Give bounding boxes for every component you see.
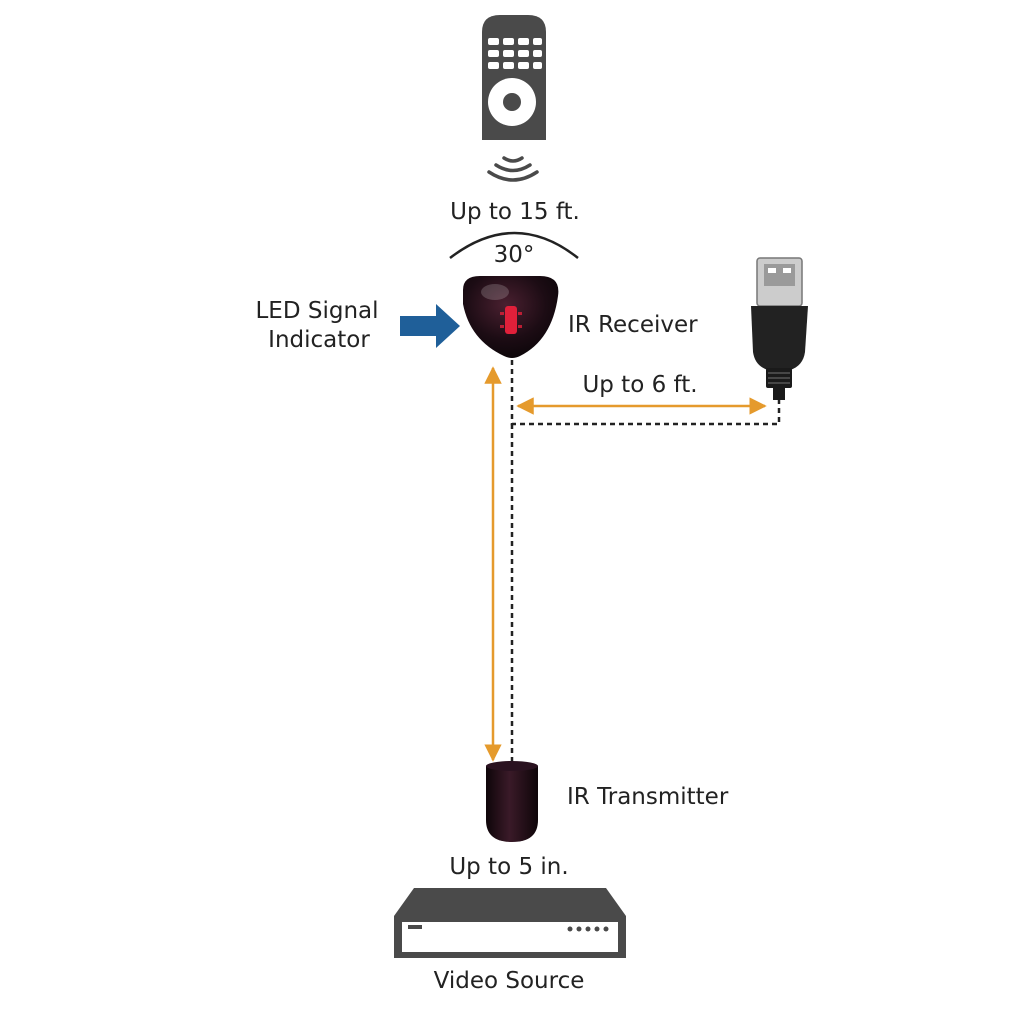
led-indicator-label-line2: Indicator bbox=[268, 327, 370, 353]
usb-plug-icon bbox=[751, 257, 808, 400]
usb-range-label: Up to 6 ft. bbox=[582, 372, 697, 398]
ir-transmitter-icon bbox=[486, 761, 538, 842]
ir-receiver-icon bbox=[463, 276, 559, 358]
receiver-to-usb-cable bbox=[510, 360, 781, 426]
video-source-box-icon bbox=[394, 888, 626, 958]
reception-angle-arc bbox=[449, 231, 579, 259]
remote-control-icon bbox=[482, 15, 546, 140]
video-source-label: Video Source bbox=[434, 968, 585, 994]
ir-transmitter-label: IR Transmitter bbox=[567, 784, 729, 810]
ir-receiver-label: IR Receiver bbox=[568, 312, 698, 338]
transmitter-range-label: Up to 5 in. bbox=[449, 854, 568, 880]
cable-paths bbox=[510, 360, 781, 762]
ir-signal-waves-icon bbox=[487, 156, 539, 182]
led-indicator-arrow bbox=[400, 304, 460, 348]
led-indicator-label-line1: LED Signal bbox=[255, 298, 378, 324]
remote-range-label: Up to 15 ft. bbox=[450, 199, 580, 225]
led-indicator bbox=[505, 306, 517, 334]
angle-label: 30° bbox=[494, 242, 535, 268]
